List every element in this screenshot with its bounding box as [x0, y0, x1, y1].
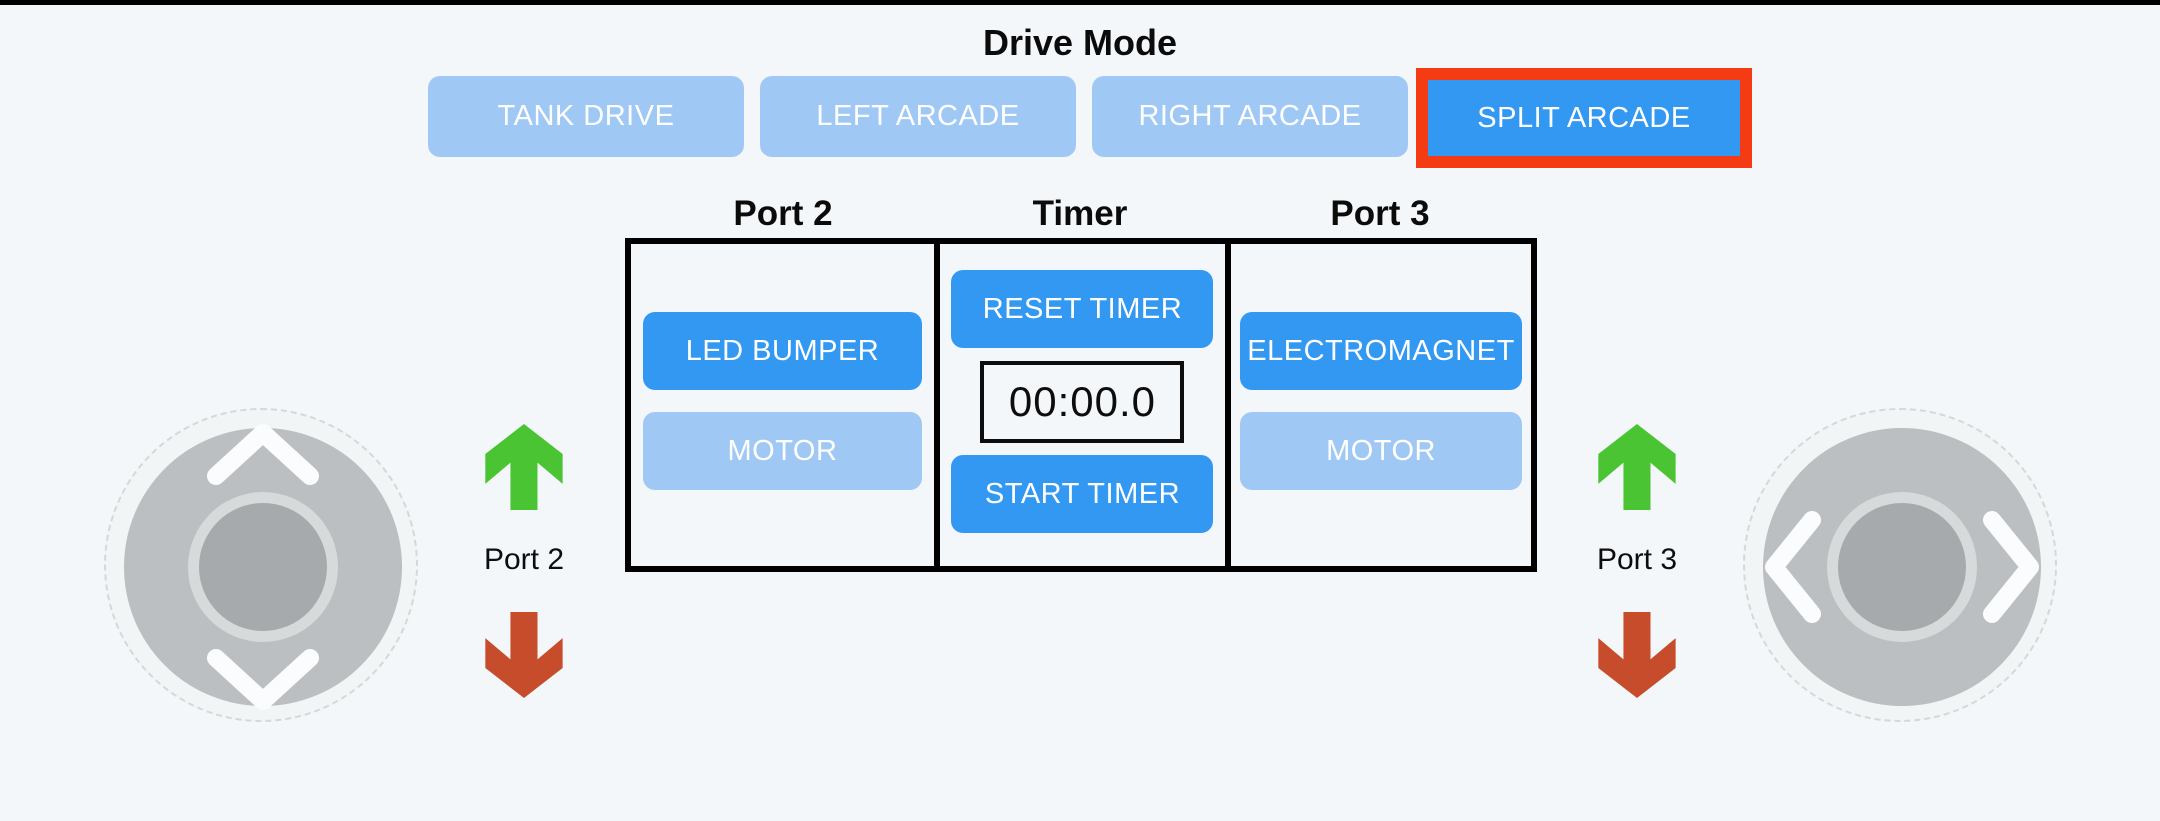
button-label: MOTOR: [1326, 434, 1436, 467]
drive-mode-button-left-arcade[interactable]: LEFT ARCADE: [760, 76, 1076, 157]
red-down-arrow-icon: [485, 612, 563, 698]
button-label: RIGHT ARCADE: [1138, 100, 1362, 132]
up-down-chevrons-icon: [207, 424, 319, 710]
drive-mode-title: Drive Mode: [982, 22, 1178, 63]
port-3-column: ELECTROMAGNET MOTOR: [1225, 244, 1531, 566]
port-3-indicator-group: Port 3: [1597, 424, 1677, 698]
port-3-label: Port 3: [1596, 543, 1678, 576]
drive-mode-button-tank-drive[interactable]: TANK DRIVE: [428, 76, 744, 157]
port-2-indicator-group: Port 2: [484, 424, 564, 698]
left-right-chevrons-icon: [1765, 511, 2039, 623]
button-label: TANK DRIVE: [497, 100, 675, 132]
joystick-knob[interactable]: [199, 503, 327, 631]
timer-column: RESET TIMER 00:00.0 START TIMER: [933, 244, 1225, 566]
drive-mode-button-right-arcade[interactable]: RIGHT ARCADE: [1092, 76, 1408, 157]
top-black-bar: [0, 0, 2160, 5]
red-down-arrow-icon: [1598, 612, 1676, 698]
button-label: SPLIT ARCADE: [1477, 101, 1691, 134]
reset-timer-button[interactable]: RESET TIMER: [951, 270, 1214, 348]
green-up-arrow-icon: [1598, 424, 1676, 510]
port-2-motor-button[interactable]: MOTOR: [642, 412, 922, 490]
left-joystick[interactable]: [104, 408, 418, 722]
port-2-label: Port 2: [483, 543, 565, 576]
electromagnet-button[interactable]: ELECTROMAGNET: [1240, 312, 1523, 390]
timer-display: 00:00.0: [980, 361, 1185, 443]
button-label: MOTOR: [727, 434, 838, 467]
drive-mode-button-split-arcade[interactable]: SPLIT ARCADE: [1416, 68, 1752, 168]
right-joystick[interactable]: [1743, 408, 2057, 722]
column-header-port-2: Port 2: [733, 194, 833, 233]
column-header-port-3: Port 3: [1330, 194, 1430, 233]
button-label: RESET TIMER: [982, 292, 1183, 325]
button-label: LEFT ARCADE: [816, 100, 1020, 132]
button-label: START TIMER: [984, 477, 1181, 510]
column-header-timer: Timer: [1032, 194, 1128, 233]
green-up-arrow-icon: [485, 424, 563, 510]
port-2-column: LED BUMPER MOTOR: [631, 244, 934, 566]
led-bumper-button[interactable]: LED BUMPER: [642, 312, 922, 390]
start-timer-button[interactable]: START TIMER: [951, 455, 1214, 533]
control-console: LED BUMPER MOTOR RESET TIMER 00:00.0 STA…: [625, 238, 1537, 572]
joystick-knob[interactable]: [1838, 503, 1966, 631]
button-label: ELECTROMAGNET: [1247, 334, 1515, 367]
button-label: LED BUMPER: [685, 334, 880, 367]
port-3-motor-button[interactable]: MOTOR: [1240, 412, 1523, 490]
